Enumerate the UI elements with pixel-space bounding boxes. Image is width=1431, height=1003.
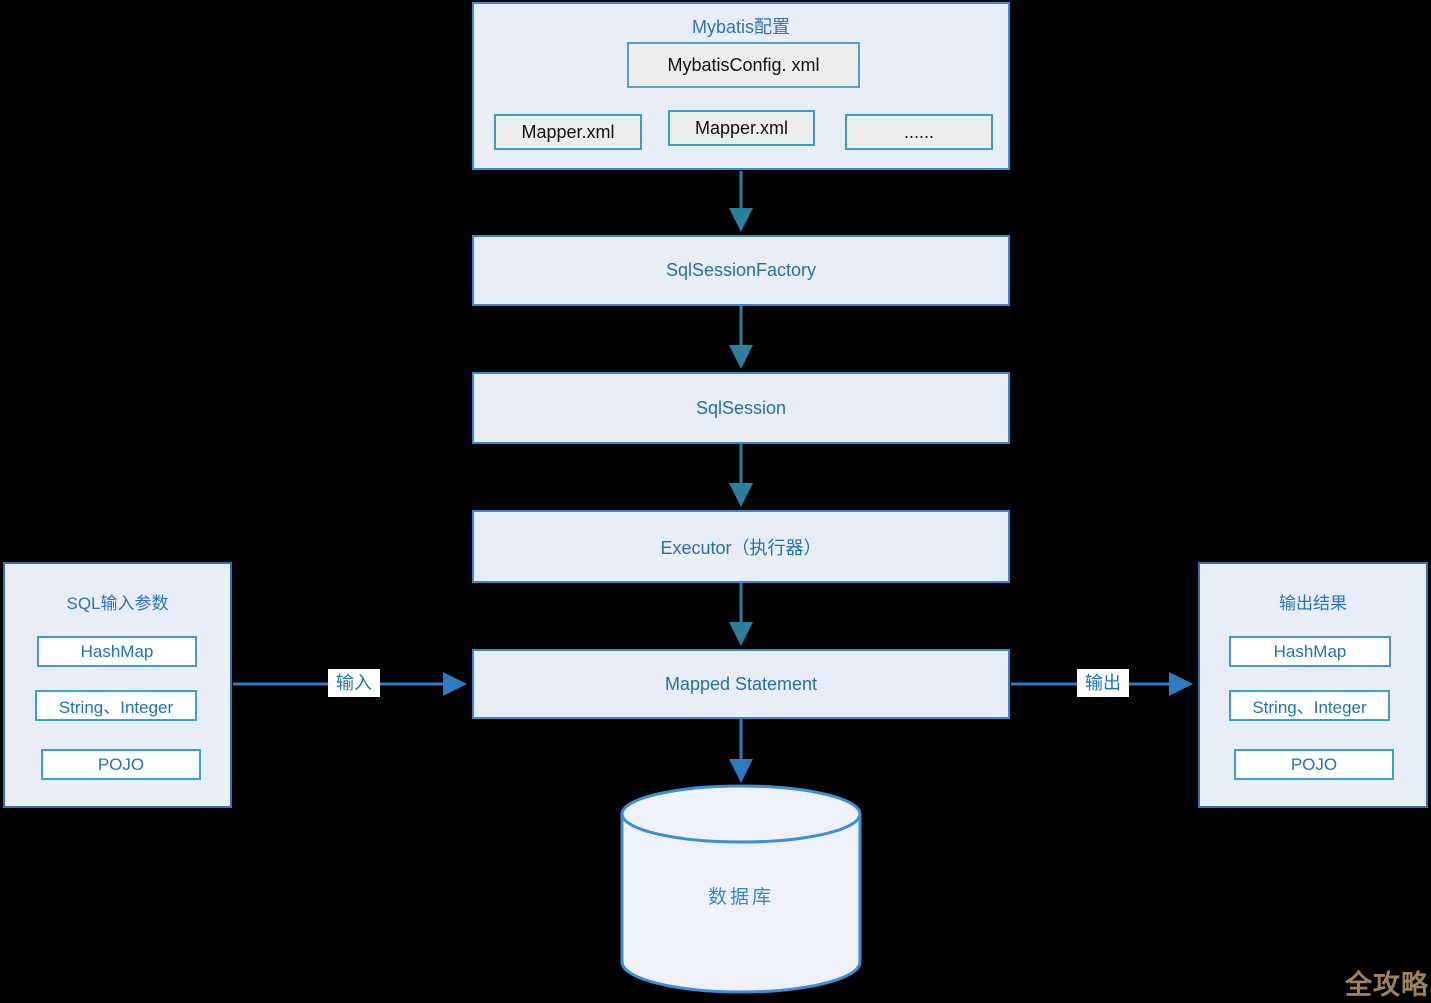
input-pojo-box: POJO — [41, 749, 201, 780]
mybatis-config-group: Mybatis配置 MybatisConfig. xml Mapper.xml … — [472, 2, 1010, 170]
database-label: 数据库 — [707, 887, 774, 908]
output-result-panel: 输出结果 HashMap String、Integer POJO — [1198, 562, 1428, 808]
input-string-integer-box: String、Integer — [35, 690, 197, 721]
output-edge-label: 输出 — [1077, 669, 1129, 697]
mapper-xml-box-2: Mapper.xml — [668, 110, 815, 146]
input-edge-label: 输入 — [328, 669, 380, 697]
sql-input-panel: SQL输入参数 HashMap String、Integer POJO — [3, 562, 232, 808]
sql-input-panel-title: SQL输入参数 — [66, 594, 169, 613]
output-result-panel-title: 输出结果 — [1279, 594, 1347, 613]
sqlsessionfactory-box: SqlSessionFactory — [472, 235, 1010, 306]
output-string-integer-box: String、Integer — [1229, 690, 1390, 721]
mapper-ellipsis-box: ...... — [845, 114, 993, 150]
watermark-text: 全攻略 — [1345, 970, 1429, 1000]
mapped-statement-box: Mapped Statement — [472, 649, 1010, 719]
mybatis-config-xml-box: MybatisConfig. xml — [627, 42, 860, 88]
mapper-xml-box-1: Mapper.xml — [494, 114, 642, 150]
executor-box: Executor（执行器） — [472, 510, 1010, 583]
output-pojo-box: POJO — [1234, 749, 1394, 780]
input-hashmap-box: HashMap — [37, 636, 197, 667]
mybatis-config-group-title: Mybatis配置 — [691, 17, 790, 37]
sqlsession-box: SqlSession — [472, 372, 1010, 444]
output-hashmap-box: HashMap — [1229, 636, 1391, 667]
